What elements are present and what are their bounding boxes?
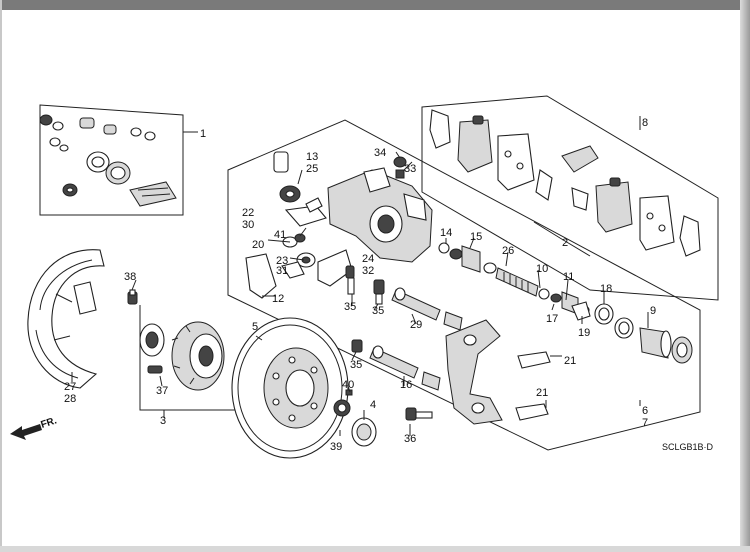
callout-38: 38 xyxy=(124,271,136,283)
callout-20: 20 xyxy=(252,239,264,251)
callout-10: 10 xyxy=(536,263,548,275)
caliper-assembly-box xyxy=(227,119,701,451)
callout-37: 37 xyxy=(156,385,168,397)
outer-pad-icon xyxy=(497,133,535,191)
callout-3: 3 xyxy=(160,415,166,427)
window-bottom-border xyxy=(0,546,750,552)
callout-9: 9 xyxy=(650,305,656,317)
outer-pad-2-icon xyxy=(639,195,675,251)
window-scrollbar-edge[interactable] xyxy=(740,0,750,552)
sleeve-icon xyxy=(461,245,481,273)
brake-pads xyxy=(429,109,701,257)
callout-28: 28 xyxy=(64,393,76,405)
inner-pad-icon xyxy=(457,119,493,173)
callout-35b: 35 xyxy=(344,301,356,313)
callout-29: 29 xyxy=(410,319,422,331)
callout-24: 24 xyxy=(362,253,374,265)
callout-18: 18 xyxy=(600,283,612,295)
front-label: FR. xyxy=(40,415,59,431)
front-arrow-icon xyxy=(10,424,42,440)
bushing-icon xyxy=(79,117,95,129)
callout-numbers: 1 2 3 4 5 6 7 8 9 10 11 12 13 14 15 16 1… xyxy=(64,117,656,453)
wear-indicator-icon xyxy=(561,145,599,173)
callout-16: 16 xyxy=(400,379,412,391)
callout-33: 33 xyxy=(404,163,416,175)
callout-4: 4 xyxy=(370,399,376,411)
boot-icon xyxy=(39,114,53,126)
callout-17: 17 xyxy=(546,313,558,325)
hub-nut-parts xyxy=(333,389,377,447)
callout-39: 39 xyxy=(330,441,342,453)
lever-icon xyxy=(245,253,277,299)
callout-6: 6 xyxy=(642,405,648,417)
callout-23: 23 xyxy=(276,255,288,267)
callout-31: 31 xyxy=(276,265,288,277)
piston-icon xyxy=(639,327,669,359)
callout-21b: 21 xyxy=(536,387,548,399)
lever-arm-icon xyxy=(317,249,353,287)
callout-5: 5 xyxy=(252,321,258,333)
callout-41: 41 xyxy=(274,229,286,241)
callout-2: 2 xyxy=(562,237,568,249)
bolt-icon xyxy=(373,279,385,295)
hub-bearing xyxy=(139,321,225,391)
callout-30: 30 xyxy=(242,219,254,231)
backing-plate-icon xyxy=(27,249,105,389)
callout-26: 26 xyxy=(502,245,514,257)
window-top-border xyxy=(0,0,750,10)
callout-22: 22 xyxy=(242,207,254,219)
callout-8: 8 xyxy=(642,117,648,129)
piston-train xyxy=(438,242,693,364)
callout-32: 32 xyxy=(362,265,374,277)
seal-kit-parts xyxy=(39,114,177,207)
callout-12: 12 xyxy=(272,293,284,305)
group-outlines xyxy=(39,95,719,451)
leader-lines xyxy=(71,116,649,436)
guide-pins xyxy=(351,279,463,421)
pad-set-box xyxy=(421,95,719,301)
brake-disc xyxy=(231,317,349,459)
callout-35c: 35 xyxy=(350,359,362,371)
diagram-code: SCLGB1B·D xyxy=(662,442,714,452)
callout-34: 34 xyxy=(374,147,386,159)
callout-11: 11 xyxy=(563,271,574,283)
caliper-bracket xyxy=(445,319,551,425)
callout-25: 25 xyxy=(306,163,318,175)
splash-shield xyxy=(27,249,138,389)
callout-15: 15 xyxy=(470,231,482,243)
bracket-icon xyxy=(445,319,503,425)
pad-spring-upper-icon xyxy=(517,351,551,369)
callout-14: 14 xyxy=(440,227,452,239)
callout-27: 27 xyxy=(64,381,76,393)
callout-7: 7 xyxy=(642,417,648,429)
front-arrow: FR. xyxy=(10,415,58,440)
inner-pad-2-icon xyxy=(595,181,633,233)
callout-21a: 21 xyxy=(564,355,576,367)
callout-19: 19 xyxy=(578,327,590,339)
pad-spring-lower-icon xyxy=(515,403,549,421)
bleeder-cap-icon xyxy=(273,151,289,173)
callout-40: 40 xyxy=(342,379,354,391)
caliper-body xyxy=(273,151,433,263)
pad-shim-icon xyxy=(429,109,451,149)
window-left-border xyxy=(0,0,2,552)
callout-1: 1 xyxy=(200,128,206,140)
seal-kit-box xyxy=(39,104,184,216)
parts-diagram: FR. 1 2 3 4 5 6 7 8 9 10 11 12 13 14 15 … xyxy=(10,95,719,459)
adjuster-spindle-icon xyxy=(495,267,539,297)
callout-13: 13 xyxy=(306,151,318,163)
callout-35a: 35 xyxy=(372,305,384,317)
callout-36: 36 xyxy=(404,433,416,445)
